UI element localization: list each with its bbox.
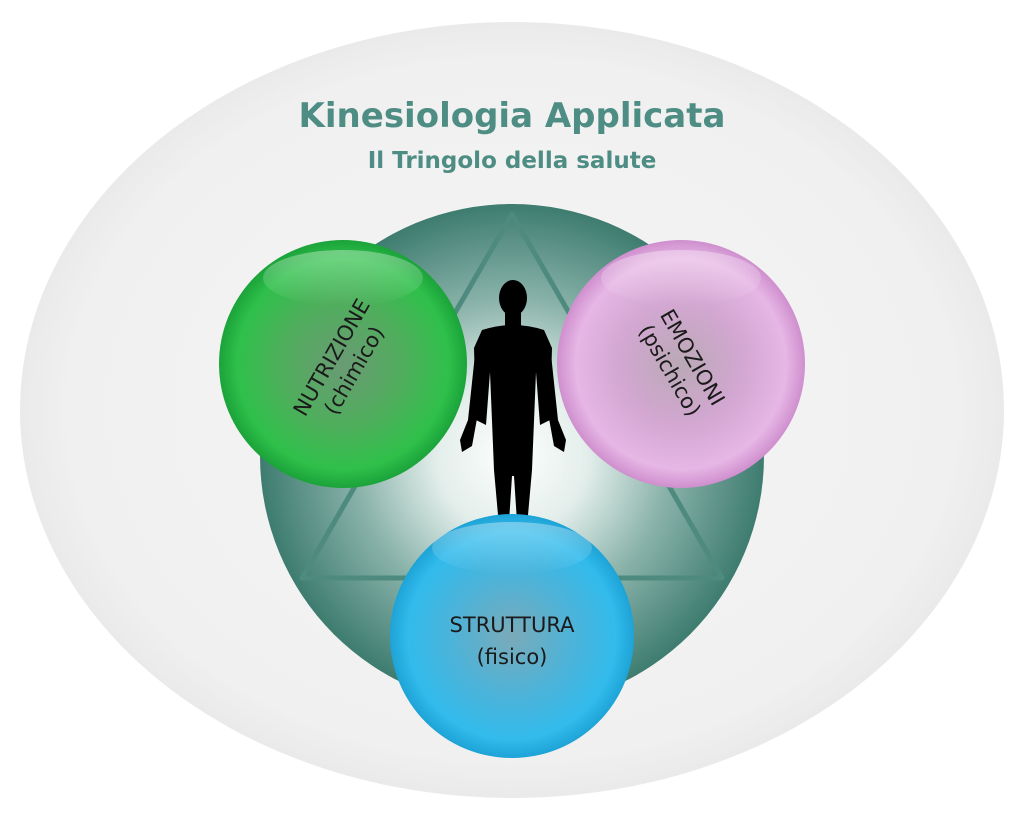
node-emotions: EMOZIONI (psichico) [557, 240, 805, 488]
diagram-title: Kinesiologia Applicata [299, 96, 726, 136]
structure-label: STRUTTURA [450, 613, 576, 637]
nutrition-sphere [219, 240, 467, 488]
node-nutrition: NUTRIZIONE (chimico) [219, 240, 467, 488]
diagram-subtitle: Il Tringolo della salute [368, 148, 657, 174]
structure-sublabel: (fisico) [477, 645, 548, 669]
emotions-sphere [557, 240, 805, 488]
human-silhouette-icon [460, 280, 566, 568]
structure-sphere [390, 514, 634, 758]
node-structure: STRUTTURA (fisico) [390, 514, 634, 758]
